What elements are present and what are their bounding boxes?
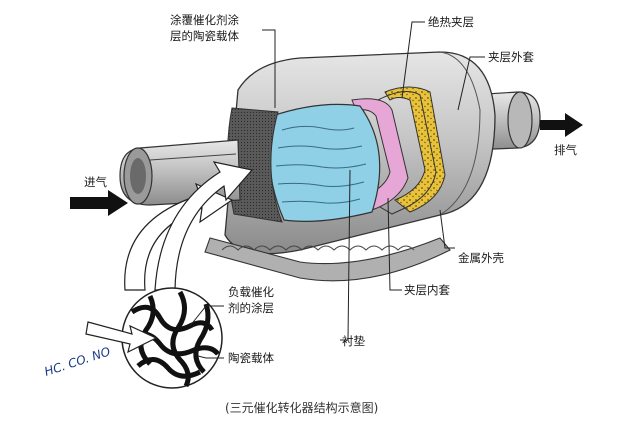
leader-coated-carrier xyxy=(262,29,276,108)
label-catalyst-coating-line1: 负载催化 xyxy=(228,285,274,299)
diagram-caption: (三元催化转化器结构示意图) xyxy=(225,400,378,415)
magnified-cell-view xyxy=(85,287,223,389)
metal-shell-ribs xyxy=(204,237,451,282)
label-coated-carrier-line2: 层的陶瓷载体 xyxy=(170,29,239,43)
ceramic-monolith xyxy=(268,103,381,222)
leader-outer-jacket xyxy=(457,56,485,111)
leader-ceramic-carrier xyxy=(197,355,224,359)
leader-liner xyxy=(340,169,351,341)
label-intake: 进气 xyxy=(84,175,107,189)
label-coated-carrier-line1: 涂覆催化剂涂 xyxy=(170,13,239,27)
label-exhaust: 排气 xyxy=(554,143,577,157)
label-outer-jacket: 夹层外套 xyxy=(488,50,534,64)
label-inner-jacket: 夹层内套 xyxy=(404,283,450,297)
leader-lines xyxy=(189,21,485,359)
intake-arrow xyxy=(70,190,128,216)
label-insulation-layer: 绝热夹层 xyxy=(428,15,474,29)
gas-flow-arrows xyxy=(124,161,254,291)
label-catalyst-coating-line2: 剂的涂层 xyxy=(228,301,274,315)
leader-metal-shell xyxy=(439,209,455,249)
label-liner: 衬垫 xyxy=(342,334,365,348)
label-ceramic-carrier: 陶瓷载体 xyxy=(228,351,274,365)
exhaust-arrow xyxy=(540,113,583,137)
label-metal-shell: 金属外壳 xyxy=(458,251,504,265)
leader-inner-jacket xyxy=(387,197,402,291)
leader-catalyst-coating xyxy=(189,305,224,327)
leader-insulation xyxy=(401,21,425,99)
label-gases: HC. CO. NO xyxy=(43,344,112,378)
